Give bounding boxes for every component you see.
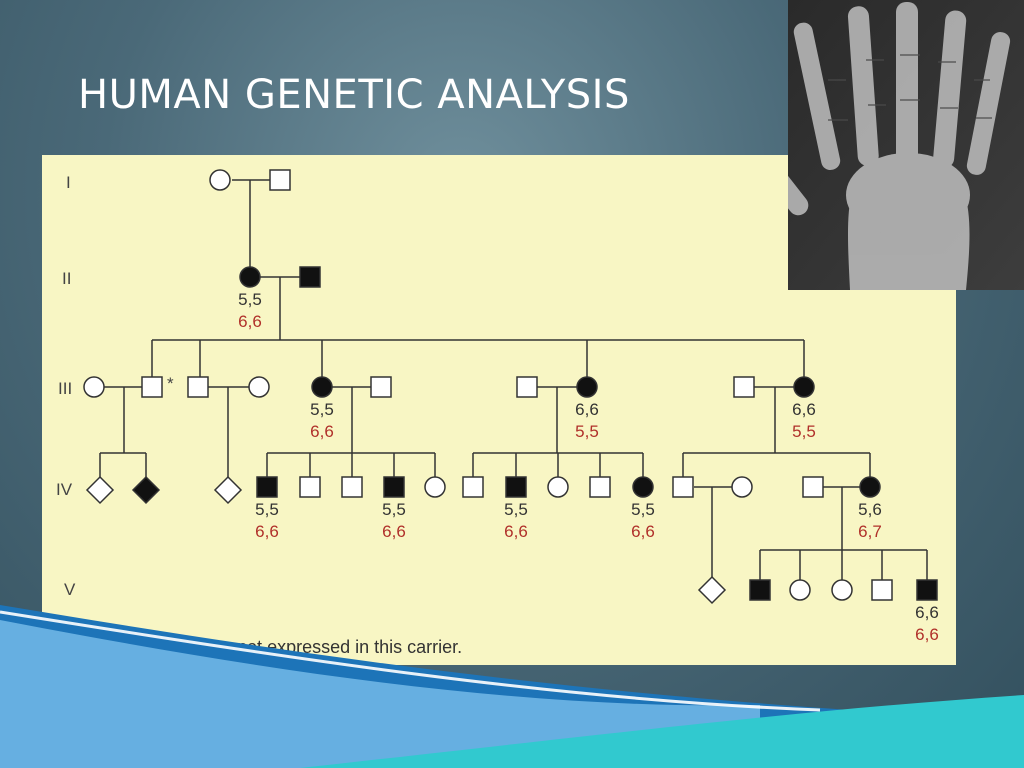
decorative-wave-band <box>0 605 1024 768</box>
pedigree-individual-iii5 <box>311 376 333 398</box>
pedigree-individual-iii8s <box>733 376 755 398</box>
pedigree-individual-iii4 <box>248 376 270 398</box>
hand-xray-icon <box>788 0 1024 290</box>
genotype-iv10-bottom: 6,6 <box>504 522 528 541</box>
generation-label-i: I <box>66 173 71 192</box>
generation-label-iii: III <box>58 379 72 398</box>
pedigree-individual-iv10 <box>505 476 527 498</box>
pedigree-individual-v5 <box>871 579 893 601</box>
genotype-iii5-bottom: 6,6 <box>310 422 334 441</box>
genotype-iii7-top: 6,6 <box>575 400 599 419</box>
pedigree-individual-i1 <box>209 169 231 191</box>
pedigree-individual-iii7 <box>576 376 598 398</box>
pedigree-individual-iv6 <box>341 476 363 498</box>
genotype-iii7-bottom: 5,5 <box>575 422 599 441</box>
genotype-iv4-top: 5,5 <box>255 500 279 519</box>
genotype-iv17-bottom: 6,7 <box>858 522 882 541</box>
pedigree-individual-ii1 <box>239 266 261 288</box>
slide-title: HUMAN GENETIC ANALYSIS <box>78 72 630 118</box>
pedigree-individual-v4 <box>831 579 853 601</box>
genotype-iv4-bottom: 6,6 <box>255 522 279 541</box>
genotype-iv13-top: 5,5 <box>631 500 655 519</box>
pedigree-individual-iv13 <box>632 476 654 498</box>
genotype-iv7-top: 5,5 <box>382 500 406 519</box>
pedigree-individual-iv7 <box>383 476 405 498</box>
pedigree-individual-iv3 <box>213 475 243 505</box>
pedigree-individual-iv15 <box>731 476 753 498</box>
genotype-ii1-bottom: 6,6 <box>238 312 262 331</box>
pedigree-individual-iii3 <box>187 376 209 398</box>
pedigree-individual-iv16 <box>802 476 824 498</box>
genotype-iv17-top: 5,6 <box>858 500 882 519</box>
pedigree-individual-iii9 <box>793 376 815 398</box>
pedigree-individual-iv4 <box>256 476 278 498</box>
pedigree-individual-iv12 <box>589 476 611 498</box>
pedigree-individual-iii1 <box>83 376 105 398</box>
genotype-iv13-bottom: 6,6 <box>631 522 655 541</box>
pedigree-individual-iii7s <box>516 376 538 398</box>
pedigree-individual-i2 <box>269 169 291 191</box>
genotype-v6-bottom: 6,6 <box>915 625 939 644</box>
generation-label-ii: II <box>62 269 71 288</box>
pedigree-individual-iv5 <box>299 476 321 498</box>
carrier-asterisk: * <box>167 374 174 393</box>
pedigree-individual-iii6 <box>370 376 392 398</box>
pedigree-lines <box>99 179 928 582</box>
genotype-iv7-bottom: 6,6 <box>382 522 406 541</box>
pedigree-individual-iv14 <box>672 476 694 498</box>
pedigree-individual-iv17 <box>859 476 881 498</box>
genotype-iii5-top: 5,5 <box>310 400 334 419</box>
pedigree-individual-iv11 <box>547 476 569 498</box>
pedigree-individual-v6 <box>916 579 938 601</box>
pedigree-individual-v3 <box>789 579 811 601</box>
pedigree-individual-v1 <box>697 575 727 605</box>
pedigree-individual-v2 <box>749 579 771 601</box>
pedigree-individual-iii2 <box>141 376 163 398</box>
genotype-ii1-top: 5,5 <box>238 290 262 309</box>
genotype-iv10-top: 5,5 <box>504 500 528 519</box>
pedigree-individual-ii2 <box>299 266 321 288</box>
pedigree-individual-iv2 <box>131 475 161 505</box>
genotype-iii9-bottom: 5,5 <box>792 422 816 441</box>
pedigree-symbols <box>83 169 938 605</box>
genotype-v6-top: 6,6 <box>915 603 939 622</box>
pedigree-individual-iv9 <box>462 476 484 498</box>
genotype-iii9-top: 6,6 <box>792 400 816 419</box>
generation-label-iv: IV <box>56 480 73 499</box>
pedigree-individual-iv1 <box>85 475 115 505</box>
pedigree-individual-iv8 <box>424 476 446 498</box>
generation-label-v: V <box>64 580 76 599</box>
